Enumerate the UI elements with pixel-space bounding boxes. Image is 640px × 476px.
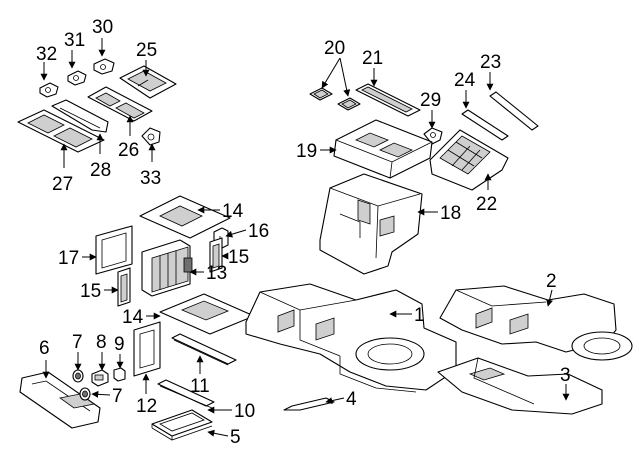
callout-27: 27 xyxy=(52,174,73,195)
part-7-grommet-lower xyxy=(79,387,91,401)
callout-7-lower: 7 xyxy=(112,386,123,407)
part-21-seal xyxy=(355,83,421,117)
part-11-seal-strip xyxy=(171,333,237,366)
callout-4: 4 xyxy=(346,389,357,410)
part-1-lower-housing xyxy=(245,283,457,393)
part-19-housing-cover xyxy=(333,119,433,179)
callout-19: 19 xyxy=(296,141,317,162)
part-25-seal xyxy=(119,65,177,99)
part-10-seal-strip xyxy=(157,379,215,409)
callout-28: 28 xyxy=(90,160,111,181)
callout-30: 30 xyxy=(92,17,113,38)
callout-33: 33 xyxy=(140,168,161,189)
callout-22: 22 xyxy=(476,194,497,215)
leader-lines xyxy=(40,38,570,437)
callout-9: 9 xyxy=(114,334,125,355)
part-24-seal xyxy=(461,109,509,141)
callout-14-upper: 14 xyxy=(222,201,244,222)
part-5-filter-tray xyxy=(151,409,213,441)
callout-21: 21 xyxy=(362,48,383,69)
callout-15-right: 15 xyxy=(228,247,249,268)
callout-18: 18 xyxy=(440,203,461,224)
callout-23: 23 xyxy=(480,52,501,73)
part-14-lower-seal xyxy=(159,293,255,335)
callout-2: 2 xyxy=(546,271,557,292)
callout-15-left: 15 xyxy=(80,281,101,302)
callout-24: 24 xyxy=(454,70,476,91)
part-12-seal-frame xyxy=(133,321,161,377)
part-20-seals xyxy=(309,87,361,111)
part-7-grommet-upper xyxy=(72,369,84,383)
callout-labels: 32 31 30 25 26 27 28 33 14 16 17 15 13 1… xyxy=(36,17,571,448)
part-14-upper-seal xyxy=(139,195,231,239)
part-22-filter-housing xyxy=(429,129,509,191)
part-9-clip xyxy=(113,367,126,382)
callout-3: 3 xyxy=(560,365,571,386)
callout-11: 11 xyxy=(190,376,210,397)
callout-14-lower: 14 xyxy=(122,307,144,328)
callout-10: 10 xyxy=(234,401,255,422)
callout-7-upper: 7 xyxy=(72,332,83,353)
callout-8: 8 xyxy=(96,332,107,353)
callout-31: 31 xyxy=(64,30,85,51)
callout-5: 5 xyxy=(230,427,241,448)
callout-25: 25 xyxy=(136,40,157,61)
callout-6: 6 xyxy=(39,338,50,359)
part-2-lower-housing xyxy=(439,285,633,361)
part-30-clip xyxy=(93,58,115,75)
part-13-evaporator-core xyxy=(141,239,193,297)
part-32-clip xyxy=(39,82,59,98)
part-8-connector xyxy=(91,369,109,387)
part-17-filter-cover xyxy=(95,225,133,275)
callout-13: 13 xyxy=(206,263,227,284)
part-31-clip xyxy=(67,70,87,86)
callout-29: 29 xyxy=(420,90,441,111)
part-26-seal xyxy=(87,86,153,122)
callout-26: 26 xyxy=(118,140,139,161)
part-3-lower-case xyxy=(437,357,603,415)
callout-12: 12 xyxy=(136,396,157,417)
part-27-seal xyxy=(17,109,105,153)
part-4-seal-strip xyxy=(283,397,335,411)
callout-20: 20 xyxy=(324,38,345,59)
part-6-duct xyxy=(19,371,101,429)
part-15-seal-left xyxy=(117,267,131,307)
callout-32: 32 xyxy=(36,44,57,65)
part-18-upper-housing xyxy=(319,173,423,275)
part-15-seal-right xyxy=(209,237,223,273)
callout-17: 17 xyxy=(58,248,79,269)
callout-1: 1 xyxy=(414,305,425,326)
part-28-seal xyxy=(51,99,109,133)
part-23-seal xyxy=(489,91,539,131)
callout-16: 16 xyxy=(248,221,269,242)
part-33-clip xyxy=(141,127,161,146)
